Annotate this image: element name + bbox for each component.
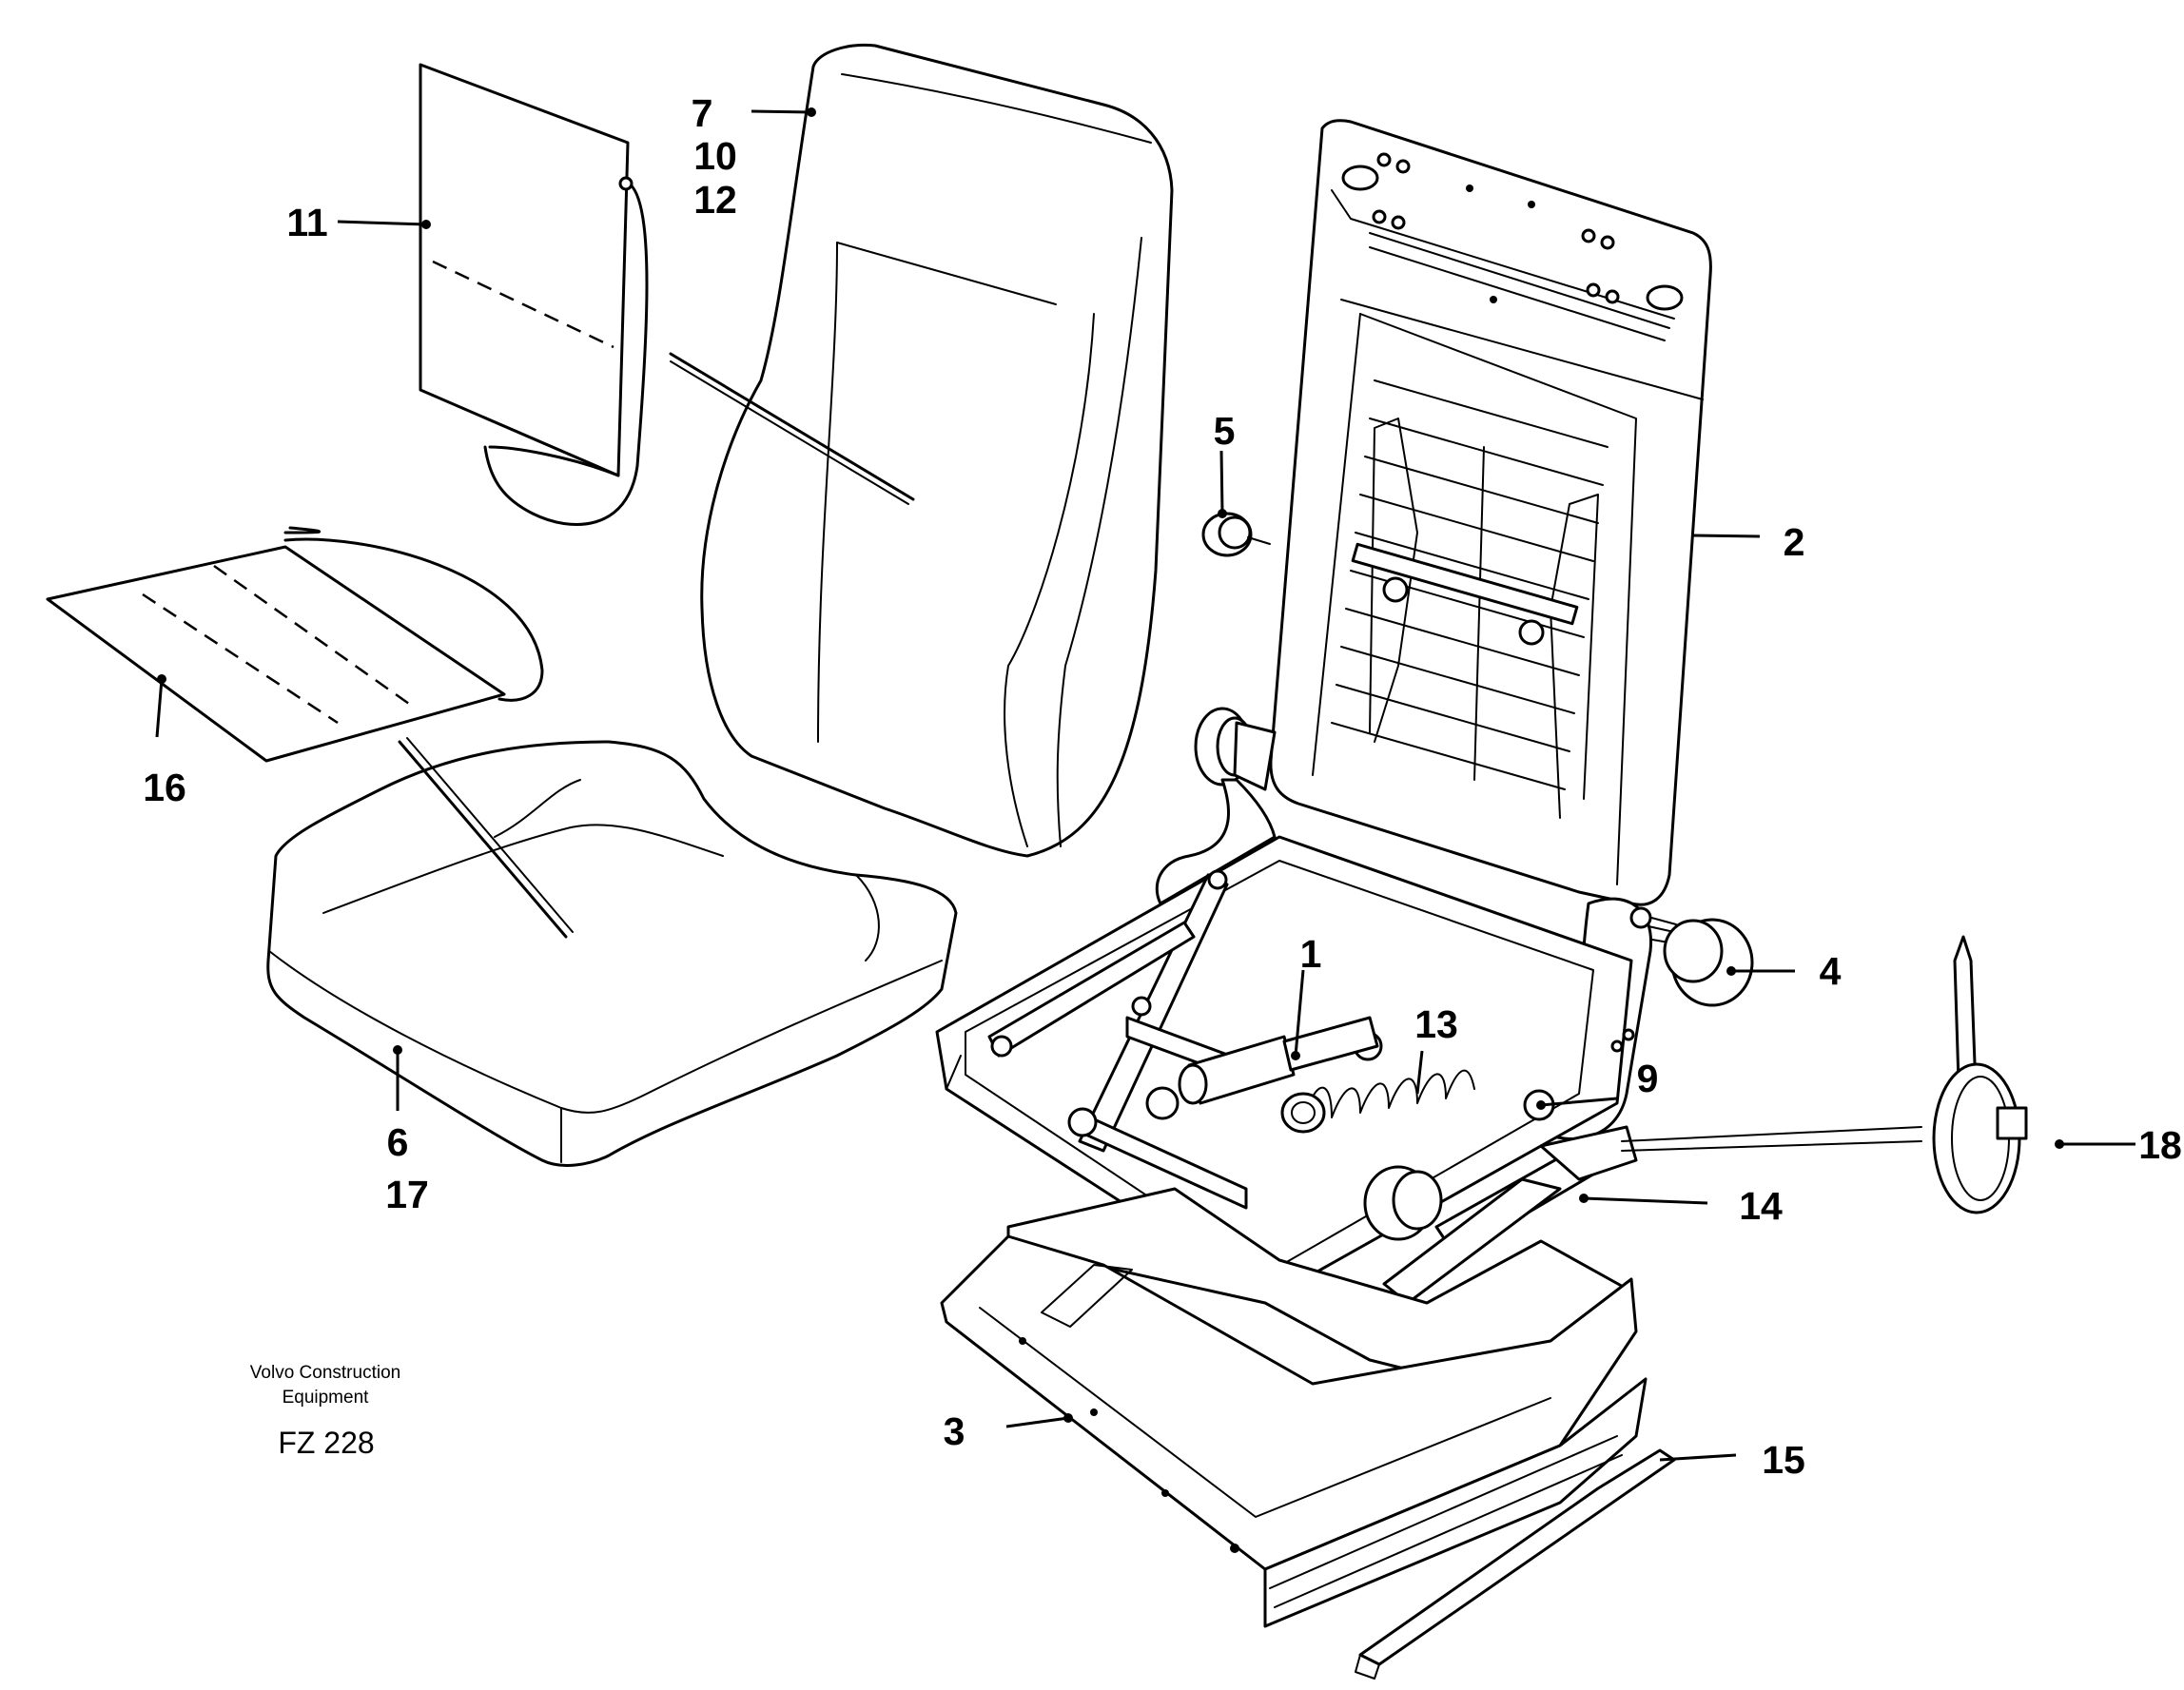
label-5: 5 [1214,409,1236,453]
label-2: 2 [1784,520,1805,564]
backrest-frame-holes [1341,152,1684,311]
label-3: 3 [944,1409,965,1453]
backrest-cushion [700,43,1174,858]
part-labels: 1 2 3 4 5 6 7 9 10 11 12 13 14 15 16 17 … [143,91,2182,1482]
label-17: 17 [385,1173,429,1216]
label-10: 10 [693,134,737,178]
cable-backrest [669,352,915,501]
recline-knob [1194,707,1277,791]
label-15: 15 [1762,1438,1805,1482]
shock-absorber [1178,1016,1379,1105]
footer: Volvo Construction Equipment FZ 228 [250,1363,400,1460]
label-18: 18 [2138,1123,2182,1167]
height-knob [1363,1165,1443,1241]
cable-seat [398,740,568,939]
label-7: 7 [692,91,713,135]
label-16: 16 [143,766,186,809]
seat-cushion [266,740,958,1167]
backrest-frame [1269,119,1712,906]
seat-heating-pad [46,526,544,763]
label-9: 9 [1637,1057,1659,1100]
backrest-heating-pad [419,63,649,526]
tie-pointer [1621,1126,1922,1142]
leader-lines [155,107,2135,1462]
label-11: 11 [286,201,327,244]
company-name-line2: Equipment [283,1388,370,1408]
seat-base [940,1187,1648,1628]
coil-spring [1280,1069,1475,1134]
label-12: 12 [693,178,737,222]
label-13: 13 [1414,1002,1458,1046]
label-4: 4 [1820,949,1842,993]
small-knob-5 [1201,512,1271,557]
drawing-code: FZ 228 [278,1426,374,1460]
company-name-line1: Volvo Construction [250,1363,400,1383]
label-14: 14 [1739,1184,1783,1228]
backrest-springs [1331,379,1609,819]
slide-rail [1355,1448,1676,1680]
label-6: 6 [387,1120,409,1164]
label-1: 1 [1300,932,1322,976]
large-knob-4 [1630,912,1754,1007]
cable-tie [1932,935,2028,1214]
